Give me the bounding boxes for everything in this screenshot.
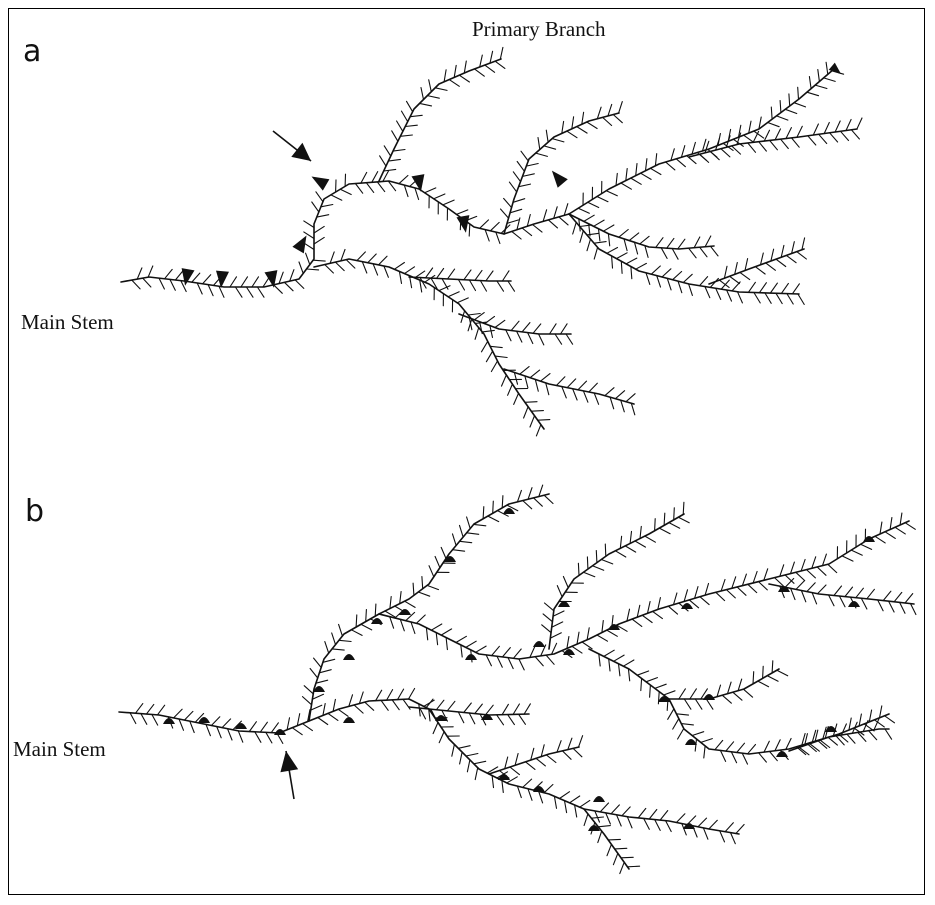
panel-a-apex-mark-8 xyxy=(552,171,568,188)
panel-b-branch-up xyxy=(303,485,554,721)
panel-b-branch-low-axis xyxy=(409,699,629,869)
panel-b-mark-17 xyxy=(703,694,715,700)
panel-a-branch-low-twig1-axis xyxy=(409,277,511,281)
panel-b-mark-19 xyxy=(776,751,788,757)
figure-frame: a Primary Branch Main Stem b Main Stem xyxy=(8,8,925,895)
panel-a-branch-mid-up-barbs xyxy=(501,102,623,224)
panel-a-arrow-head xyxy=(291,143,311,161)
panel-b-branch-mid-up-barbs xyxy=(542,502,690,638)
panel-b-mark-4 xyxy=(274,729,286,735)
panel-a-branch-lower-right-barbs xyxy=(573,222,805,304)
panel-a-apex-mark-5 xyxy=(312,177,330,191)
panel-a-primary-branch-up-barbs xyxy=(380,47,505,171)
panel-a-branch-lower-right-twig-axis xyxy=(709,249,804,284)
panel-b-mark-27 xyxy=(343,717,355,723)
panel-b-branch-low-barbs xyxy=(419,700,640,873)
panel-b-mark-20 xyxy=(825,726,837,732)
panel-b-branch-low-twig3-barbs xyxy=(595,803,744,844)
panel-a-branch-low-twig3 xyxy=(504,367,635,415)
panel-a-branch-upper-right xyxy=(569,62,844,214)
panel-a-apex-mark-4 xyxy=(292,236,306,254)
panel-b-mark-30 xyxy=(593,796,605,802)
panel-b-mark-1 xyxy=(163,718,175,724)
panel-a-apex-mark-7 xyxy=(457,215,470,233)
panel-a-branch-mid-right xyxy=(569,214,718,259)
panel-b-mark-12 xyxy=(533,641,545,647)
branches-layer xyxy=(119,47,916,873)
panel-a-branch-mid-up xyxy=(501,102,623,234)
panel-b-branch-low-twig3 xyxy=(584,803,744,844)
panel-b-branch-up-barbs xyxy=(303,485,554,710)
panel-a-primary-branch-up xyxy=(379,47,505,181)
panel-a-branch-low-axis xyxy=(314,259,544,429)
panel-a-branch-low-twig2-barbs xyxy=(469,313,572,345)
panel-b-branch-low-twig1 xyxy=(409,699,530,725)
panel-b-mark-29 xyxy=(533,786,545,792)
panel-b-branch-up-axis xyxy=(309,494,549,721)
panel-b-main-stem-axis xyxy=(119,699,409,733)
panel-b-mark-3 xyxy=(235,723,247,729)
panel-a-branch-mid-right-barbs xyxy=(579,215,718,259)
panel-b-mark-6 xyxy=(343,654,355,660)
panel-a-primary-branch-up-axis xyxy=(379,59,501,181)
panel-a-apex-mark-1 xyxy=(182,268,195,286)
panel-a-arrow xyxy=(273,131,311,161)
panel-b-mark-24 xyxy=(681,603,693,609)
panel-a-branch-right-twig xyxy=(689,118,862,162)
panel-b-mark-23 xyxy=(848,601,860,607)
panel-a-branch-mid-right-axis xyxy=(569,214,714,249)
panel-b-arrow xyxy=(280,751,298,799)
panel-b-branch-right-mid xyxy=(589,649,788,710)
panel-b-branch-low xyxy=(409,699,640,874)
panel-a-branch-lower-right-twig xyxy=(709,238,806,288)
panel-b-branch-low-twig2 xyxy=(489,736,583,778)
panel-b-branch-right-twig xyxy=(769,579,916,615)
panel-b-branch-low-twig2-barbs xyxy=(499,736,582,778)
panel-a-branch-low-twig2 xyxy=(459,313,573,345)
panel-b-branch-long xyxy=(379,513,915,670)
panel-b-mark-7 xyxy=(371,618,383,624)
panel-b-branch-lower-right-axis xyxy=(669,699,889,754)
panel-a-branch-low-twig3-barbs xyxy=(514,367,635,415)
panel-a-branch-right-twig-barbs xyxy=(700,118,862,162)
panel-b-branch-low-twig2-axis xyxy=(489,747,579,774)
panel-b-mark-18 xyxy=(685,739,697,745)
panel-b-mark-28 xyxy=(498,774,510,780)
panel-a-branch-lower-right-twig-barbs xyxy=(719,238,806,288)
panel-b-mark-11 xyxy=(465,654,477,660)
panel-a-branch-right-twig-axis xyxy=(689,129,857,157)
panel-a-branch-upper-right-barbs xyxy=(578,62,843,213)
panel-b-main-stem-barbs xyxy=(130,689,415,744)
panel-b-mark-16 xyxy=(658,696,670,702)
panel-b-main-stem xyxy=(119,689,415,744)
panel-b-arrow-head xyxy=(280,751,298,772)
panel-a-branch-lower-right xyxy=(569,214,804,304)
plant-diagram xyxy=(9,9,926,896)
